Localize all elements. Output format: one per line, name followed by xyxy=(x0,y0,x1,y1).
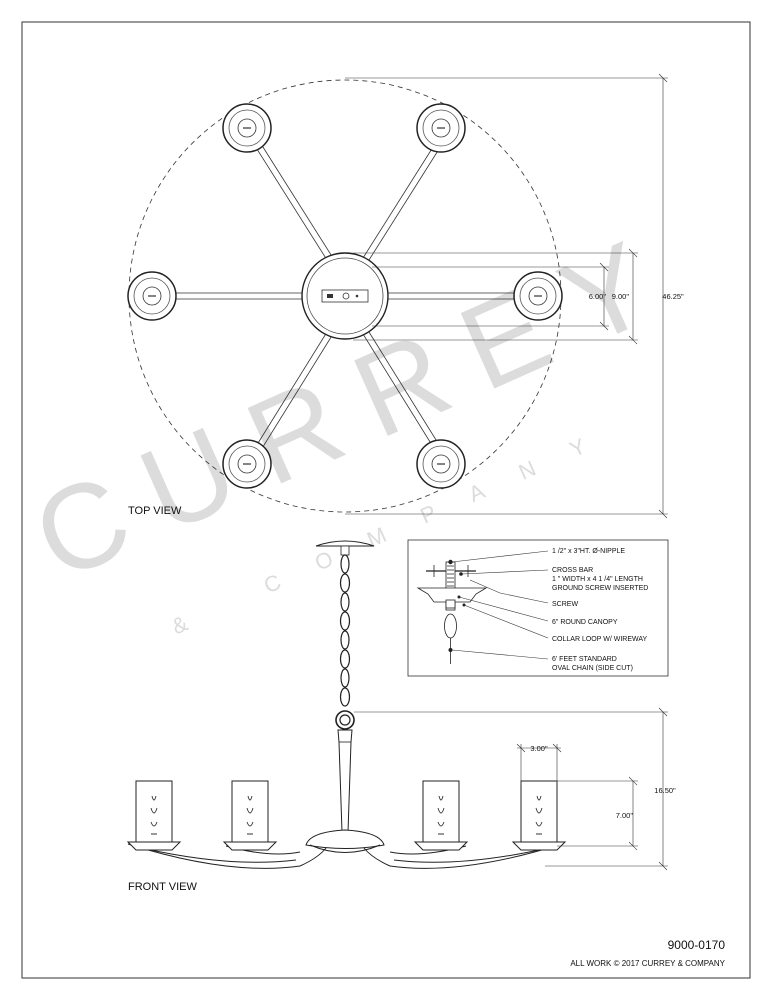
chain xyxy=(335,554,355,730)
front-view-drawing: 3.00" 7.00" 16.50" xyxy=(126,540,676,871)
callout-chain: 6' FEET STANDARD xyxy=(552,656,617,663)
callout-ground-screw: GROUND SCREW INSERTED xyxy=(552,585,648,592)
dim-front-height: 16.50" xyxy=(654,786,676,795)
model-number: 9000-0170 xyxy=(668,938,726,952)
front-dimension-ticks xyxy=(516,707,668,871)
canopy-detail: 1 /2" x 3"HT. Ø-NIPPLE CROSS BAR 1 " WID… xyxy=(407,539,669,677)
sheet-border xyxy=(21,21,751,979)
top-view-label: TOP VIEW xyxy=(128,505,182,517)
dim-shade-height: 7.00" xyxy=(616,811,634,820)
callout-nipple: 1 /2" x 3"HT. Ø-NIPPLE xyxy=(552,548,625,555)
center-canopy xyxy=(301,252,389,340)
front-view-label: FRONT VIEW xyxy=(128,881,197,893)
dim-overall: 46.25" xyxy=(662,292,684,301)
callout-cross-bar-size: 1 " WIDTH x 4 1 /4" LENGTH xyxy=(552,576,643,583)
cups xyxy=(127,103,563,489)
top-dimension-ticks xyxy=(599,73,668,519)
top-dimension-lines xyxy=(345,77,668,515)
front-dimension-lines xyxy=(354,711,668,867)
callout-screw: SCREW xyxy=(552,601,578,608)
callout-collar-loop: COLLAR LOOP W/ WIREWAY xyxy=(552,636,647,643)
callout-canopy: 6" ROUND CANOPY xyxy=(552,619,618,626)
copyright: ALL WORK © 2017 CURREY & COMPANY xyxy=(570,959,725,968)
dim-6in: 6.00" xyxy=(589,292,607,301)
callout-cross-bar: CROSS BAR xyxy=(552,567,593,574)
arms xyxy=(170,135,520,459)
dim-9in: 9.00" xyxy=(612,292,630,301)
front-lamps xyxy=(126,780,567,851)
dim-shade-width: 3.00" xyxy=(530,744,548,753)
callout-chain-type: OVAL CHAIN (SIDE CUT) xyxy=(552,665,633,672)
top-view-drawing: 6.00" 9.00" 46.25" xyxy=(127,73,684,519)
